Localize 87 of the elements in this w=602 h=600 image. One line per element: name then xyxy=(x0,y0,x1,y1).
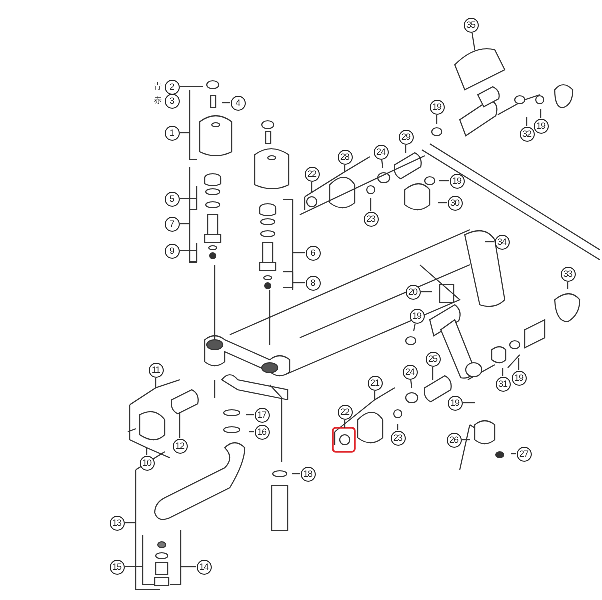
callout-number: 19 xyxy=(534,118,548,134)
leader-line xyxy=(125,566,143,568)
callout-number: 19 xyxy=(410,308,424,324)
leader-line xyxy=(146,448,148,455)
callout-number: 19 xyxy=(450,174,464,188)
leader-line xyxy=(502,368,504,376)
leader-line xyxy=(439,180,449,182)
leader-line xyxy=(413,324,416,332)
callout-number: 34 xyxy=(494,234,510,250)
callout-number: 22 xyxy=(338,404,352,420)
color-mark-text: 青 xyxy=(154,82,162,92)
callout-number: 8 xyxy=(306,276,320,290)
callout-number: 29 xyxy=(398,130,414,144)
callout-number: 10 xyxy=(140,456,154,470)
callout-number: 20 xyxy=(406,284,420,300)
leader-line xyxy=(438,202,447,204)
leader-line xyxy=(293,282,305,284)
callout-number: 28 xyxy=(338,150,352,164)
leader-line xyxy=(180,250,197,252)
callout-number: 31 xyxy=(496,376,510,392)
callout-number: 9 xyxy=(164,244,180,258)
leader-line xyxy=(421,291,432,293)
leader-line xyxy=(397,424,399,430)
callout-number: 21 xyxy=(368,376,382,390)
leader-line xyxy=(511,453,516,455)
callout-number: 6 xyxy=(306,246,320,260)
callout-number: 24 xyxy=(402,364,418,380)
leader-line xyxy=(222,102,230,104)
callout-number: 22 xyxy=(304,166,320,182)
leader-line xyxy=(374,391,376,400)
leader-line xyxy=(344,420,346,428)
callout-number: 17 xyxy=(254,408,270,422)
leader-line xyxy=(485,241,494,243)
leader-line xyxy=(526,117,528,126)
callout-number: 23 xyxy=(364,212,378,226)
leader-line xyxy=(293,252,305,254)
leader-line xyxy=(381,160,384,168)
callout-number: 19 xyxy=(448,396,462,410)
leader-line xyxy=(311,182,313,193)
leader-line xyxy=(179,412,181,438)
callout-number: 19 xyxy=(430,100,444,114)
leader-line xyxy=(567,282,569,289)
leader-line xyxy=(344,165,346,172)
leader-line xyxy=(432,367,434,380)
callout-number: 18 xyxy=(300,466,316,482)
leader-line xyxy=(249,431,254,433)
callout-number: 33 xyxy=(560,266,576,282)
callout-number: 32 xyxy=(520,126,534,142)
leader-line xyxy=(155,378,157,388)
leader-line xyxy=(181,566,196,568)
leader-line xyxy=(436,115,438,124)
leader-line xyxy=(180,132,190,134)
callout-number: 26 xyxy=(446,432,462,448)
leader-line xyxy=(462,439,470,441)
leader-line xyxy=(180,86,203,88)
callout-number: 11 xyxy=(148,362,164,378)
callout-number: 35 xyxy=(464,18,478,32)
callout-number: 27 xyxy=(516,446,532,462)
callout-number: 5 xyxy=(164,192,180,206)
leader-line xyxy=(463,402,475,404)
leader-line xyxy=(180,223,190,225)
leader-line xyxy=(540,109,542,118)
callout-number: 23 xyxy=(390,430,406,446)
callout-number: 15 xyxy=(110,560,124,574)
callout-number: 19 xyxy=(512,370,526,386)
leader-line xyxy=(518,358,520,370)
leader-line xyxy=(180,198,197,200)
color-mark-text: 赤 xyxy=(154,96,162,106)
callout-number: 4 xyxy=(230,96,246,110)
callout-number: 16 xyxy=(254,424,270,440)
leader-line xyxy=(370,198,372,211)
leader-line xyxy=(125,522,136,524)
leader-line xyxy=(292,473,300,475)
callout-number: 7 xyxy=(164,216,180,232)
callout-number: 1 xyxy=(164,126,180,140)
callout-number: 14 xyxy=(196,560,212,574)
callout-number: 25 xyxy=(426,352,440,366)
callout-number: 2 xyxy=(164,80,180,94)
callout-number: 13 xyxy=(110,516,124,530)
leader-line xyxy=(472,32,476,50)
callout-number: 24 xyxy=(374,144,388,160)
leader-line xyxy=(246,414,254,416)
leader-line xyxy=(410,380,413,388)
leader-line xyxy=(405,145,407,153)
callout-number: 30 xyxy=(448,196,462,210)
callout-number: 12 xyxy=(172,438,188,454)
callout-number: 3 xyxy=(164,94,180,108)
